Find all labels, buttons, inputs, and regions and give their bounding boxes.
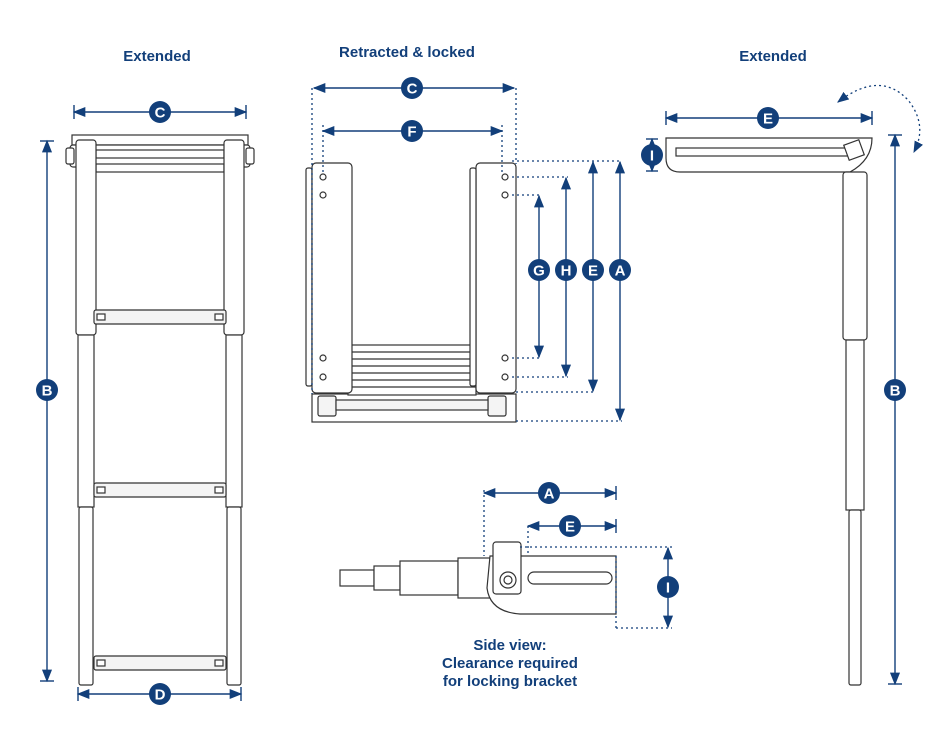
middle-retracted-ladder bbox=[305, 162, 517, 423]
badge-e-side: E bbox=[559, 515, 581, 537]
left-extended-ladder bbox=[65, 134, 255, 686]
badge-i-side: I bbox=[657, 576, 679, 598]
badge-c-left: C bbox=[149, 101, 171, 123]
badge-f-middle: F bbox=[401, 120, 423, 142]
middle-view-caption: Retracted & locked bbox=[339, 44, 475, 61]
badge-label: E bbox=[763, 111, 773, 128]
badge-b-right: B bbox=[884, 379, 906, 401]
side-view-caption-line-3: for locking bracket bbox=[442, 673, 578, 690]
badge-c-middle: C bbox=[401, 77, 423, 99]
side-view-caption: Side view: Clearance required for lockin… bbox=[400, 637, 620, 691]
badge-label: B bbox=[890, 383, 901, 400]
badge-label: I bbox=[666, 580, 670, 597]
badge-label: I bbox=[650, 148, 654, 165]
badge-d-left: D bbox=[149, 683, 171, 705]
badge-e-middle: E bbox=[582, 259, 604, 281]
badge-h-middle: H bbox=[555, 259, 577, 281]
badge-label: D bbox=[155, 687, 166, 704]
badge-label: E bbox=[565, 519, 575, 536]
right-view-caption: Extended bbox=[739, 48, 807, 65]
left-view-caption: Extended bbox=[123, 48, 191, 65]
badge-i-right: I bbox=[641, 144, 663, 166]
badge-g-middle: G bbox=[528, 259, 550, 281]
badge-a-side: A bbox=[538, 482, 560, 504]
badge-label: A bbox=[615, 263, 626, 280]
side-view-caption-line-1: Side view: bbox=[473, 637, 547, 654]
badge-label: C bbox=[407, 81, 418, 98]
badge-label: F bbox=[407, 124, 416, 141]
badge-label: B bbox=[42, 383, 53, 400]
badge-a-middle: A bbox=[609, 259, 631, 281]
badge-label: C bbox=[155, 105, 166, 122]
badge-label: G bbox=[533, 263, 545, 280]
side-view-caption-line-2: Clearance required bbox=[442, 655, 578, 672]
side-view-bracket bbox=[339, 541, 617, 615]
badge-label: E bbox=[588, 263, 598, 280]
badge-label: H bbox=[561, 263, 572, 280]
right-extended-ladder bbox=[665, 137, 873, 686]
badge-label: A bbox=[544, 486, 555, 503]
badge-e-right: E bbox=[757, 107, 779, 129]
badge-b-left: B bbox=[36, 379, 58, 401]
